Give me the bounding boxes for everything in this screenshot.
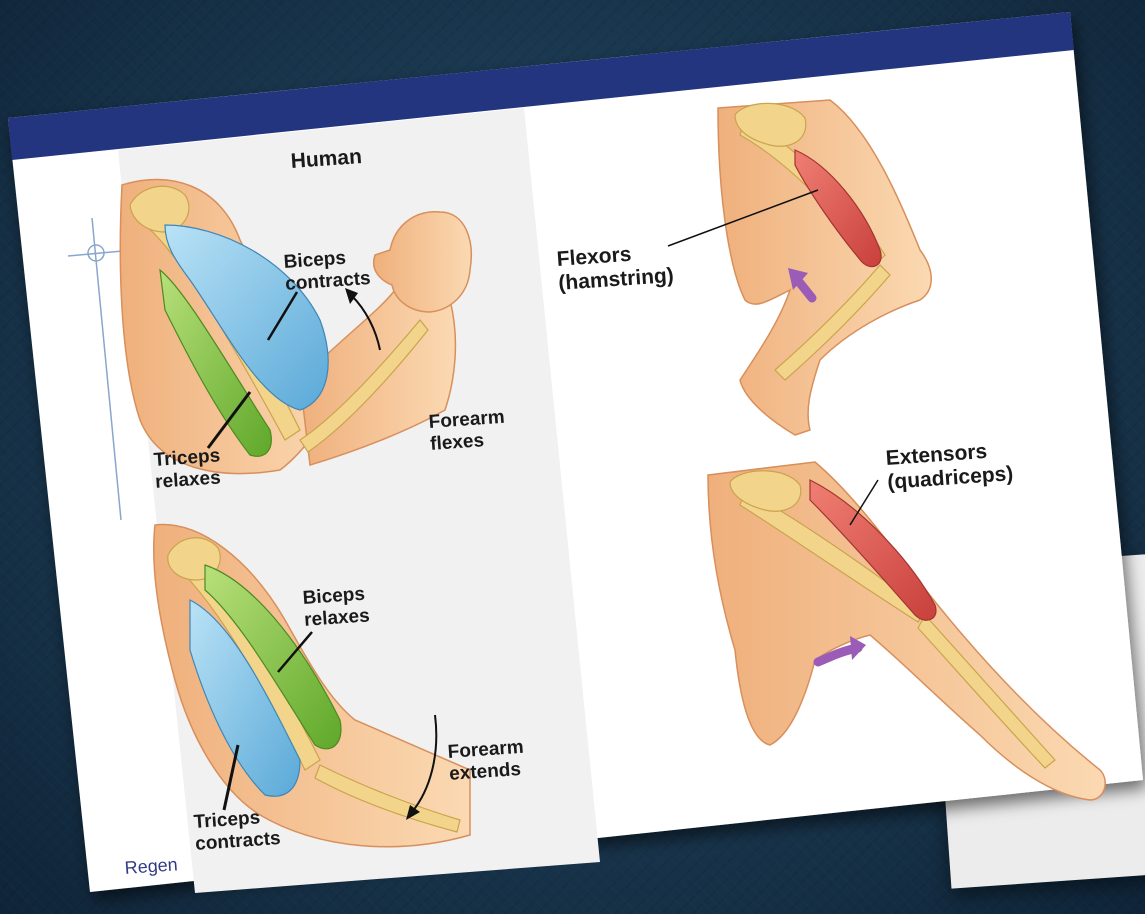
- biceps-relaxes-line2: relaxes: [304, 605, 371, 632]
- footer-text: Regen: [124, 854, 178, 879]
- arm-title: Human: [290, 145, 363, 174]
- triceps-contracts-label: Triceps contracts: [193, 806, 281, 856]
- flexors-label: Flexors (hamstring): [556, 240, 675, 296]
- forearm-extends-label: Forearm extends: [447, 737, 526, 786]
- biceps-contracts-label: Biceps contracts: [283, 246, 371, 296]
- extensors-label: Extensors (quadriceps): [885, 438, 1014, 495]
- biceps-relaxes-label: Biceps relaxes: [302, 583, 370, 631]
- triceps-relaxes-label: Triceps relaxes: [153, 445, 222, 494]
- forearm-flexes-label: Forearm flexes: [428, 407, 507, 456]
- triceps-relaxes-line2: relaxes: [155, 467, 223, 494]
